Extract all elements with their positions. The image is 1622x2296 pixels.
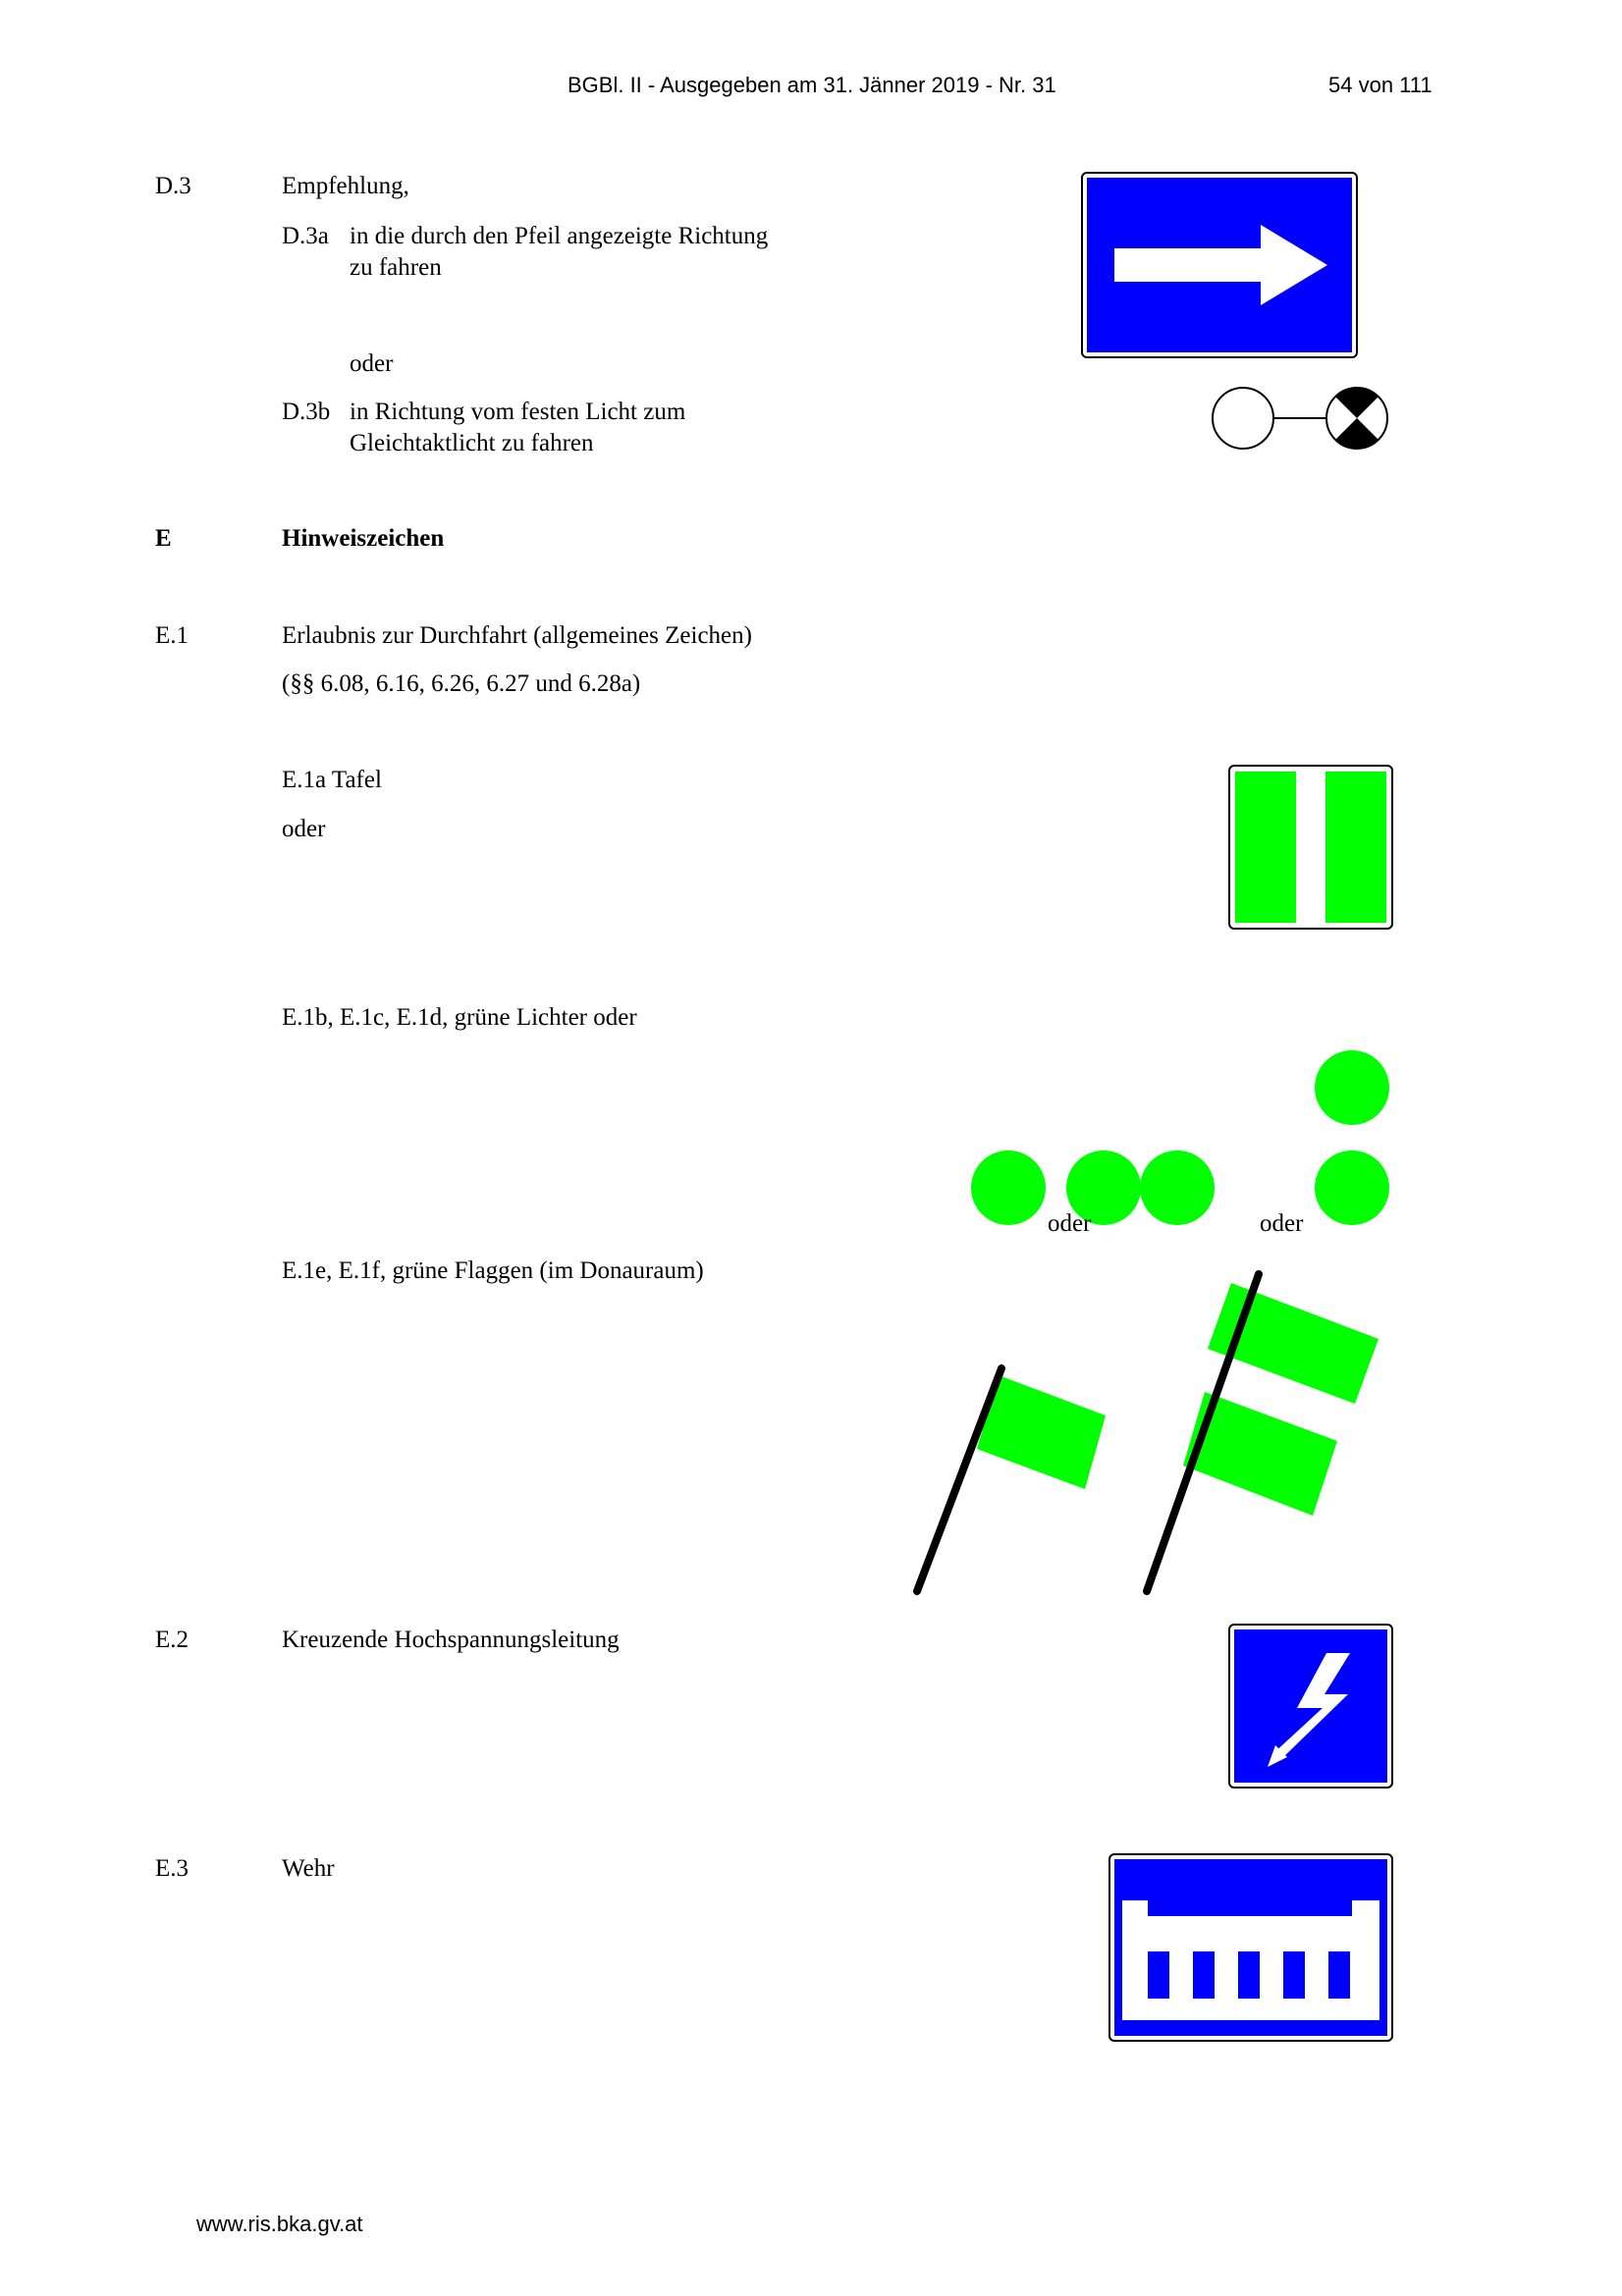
footer-url[interactable]: www.ris.bka.gv.at (196, 2212, 363, 2236)
lights-oder-2: oder (1260, 1210, 1304, 1237)
green-lights-icon (971, 1050, 1389, 1225)
header-issue: BGBl. II - Ausgegeben am 31. Jänner 2019… (568, 73, 1056, 97)
d3-oder: oder (350, 350, 394, 377)
section-title-e3: Wehr (282, 1855, 335, 1882)
section-title-e2: Kreuzende Hochspannungsleitung (282, 1627, 620, 1653)
e1a-oder: oder (282, 816, 326, 842)
section-code-e: E (155, 525, 172, 552)
d3a-text-line2: zu fahren (350, 254, 442, 281)
passage-permitted-sign-icon (1228, 765, 1393, 930)
weir-sign-icon (1108, 1853, 1393, 2042)
section-code-d3: D.3 (155, 173, 191, 199)
e1e-label: E.1e, E.1f, grüne Flaggen (im Donauraum) (282, 1257, 704, 1284)
section-title-d3: Empfehlung, (282, 173, 409, 199)
e1b-label: E.1b, E.1c, E.1d, grüne Lichter oder (282, 1004, 637, 1031)
subsection-code-d3b: D.3b (282, 399, 331, 425)
e1a-label: E.1a Tafel (282, 767, 382, 793)
section-code-e1: E.1 (155, 622, 189, 649)
fixed-and-isophase-light-icon (1212, 387, 1388, 450)
header-page-number: 54 von 111 (1328, 73, 1433, 97)
section-code-e2: E.2 (155, 1627, 189, 1653)
d3b-text-line2: Gleichtaktlicht zu fahren (350, 430, 594, 456)
green-flags-icon (913, 1270, 1379, 1595)
high-voltage-line-sign-icon (1228, 1624, 1393, 1789)
section-title-e1: Erlaubnis zur Durchfahrt (allgemeines Ze… (282, 622, 752, 649)
arrow-right-sign-icon (1081, 172, 1358, 358)
subsection-code-d3a: D.3a (282, 223, 329, 249)
d3a-text-line1: in die durch den Pfeil angezeigte Richtu… (350, 223, 769, 249)
section-title-e: Hinweiszeichen (282, 525, 445, 552)
e1-references: (§§ 6.08, 6.16, 6.26, 6.27 und 6.28a) (282, 670, 641, 697)
section-code-e3: E.3 (155, 1855, 189, 1882)
d3b-text-line1: in Richtung vom festen Licht zum (350, 399, 686, 425)
lights-oder-1: oder (1048, 1210, 1092, 1237)
